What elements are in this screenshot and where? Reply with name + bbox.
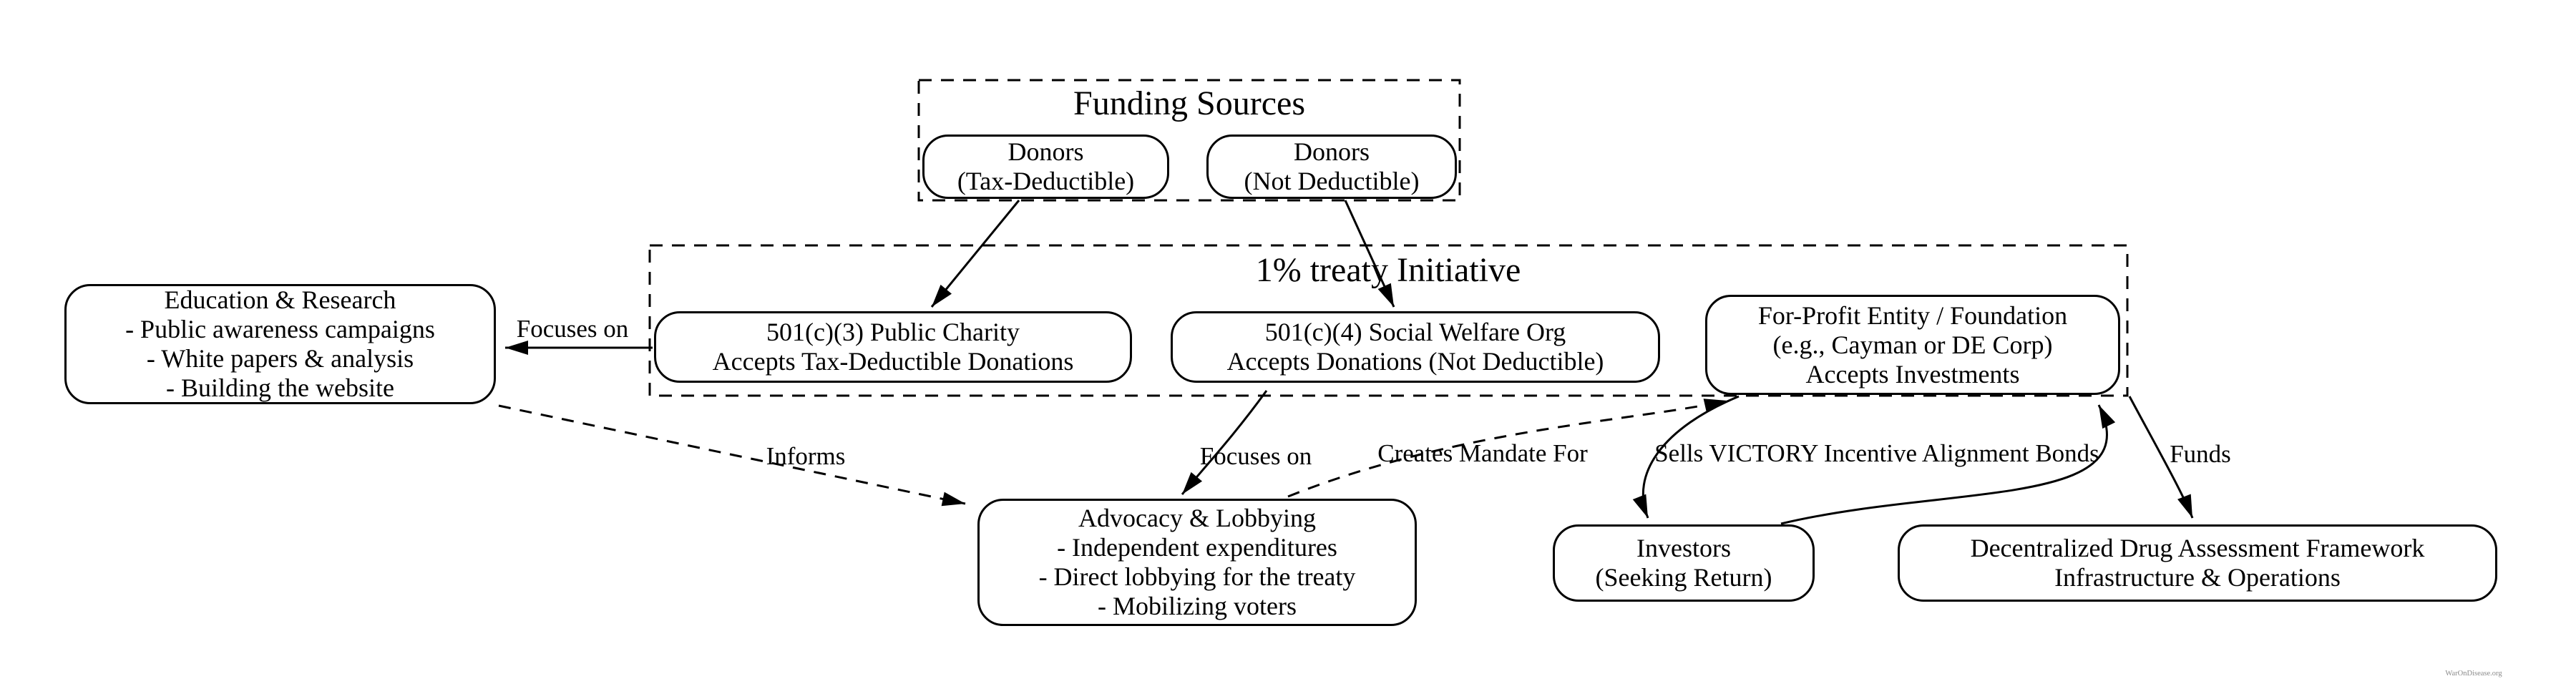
node-text-line: (Seeking Return) xyxy=(1595,563,1772,592)
node-text-line: - Public awareness campaigns xyxy=(125,315,435,343)
node-text-line: Infrastructure & Operations xyxy=(2054,563,2341,592)
watermark-text: WarOnDisease.org xyxy=(2445,670,2502,678)
node-forprofit-entity: For-Profit Entity / Foundation (e.g., Ca… xyxy=(1705,295,2120,395)
node-text-line: (Tax-Deductible) xyxy=(957,167,1135,195)
node-text-line: Donors xyxy=(1008,137,1084,166)
cluster-funding-sources-label: Funding Sources xyxy=(1073,84,1305,122)
edge-advocacy-to-forprofit-mandate xyxy=(1287,399,1728,498)
node-text-line: Donors xyxy=(1294,137,1370,166)
node-investors: Investors (Seeking Return) xyxy=(1553,524,1815,602)
node-text-line: Decentralized Drug Assessment Framework xyxy=(1970,534,2425,562)
node-text-line: (Not Deductible) xyxy=(1244,167,1420,195)
edge-label-focuses-on-education: Focuses on xyxy=(516,315,629,343)
node-education-research: Education & Research - Public awareness … xyxy=(64,284,496,404)
node-text-line: Accepts Investments xyxy=(1805,359,2020,388)
edge-donors-td-to-501c3 xyxy=(930,200,1020,308)
cluster-treaty-initiative-border xyxy=(648,244,2129,397)
edge-investors-to-forprofit-return xyxy=(1780,404,2116,525)
edge-501c4-to-advocacy xyxy=(1181,390,1268,495)
node-text-line: - Direct lobbying for the treaty xyxy=(1038,562,1356,591)
node-text-line: Accepts Donations (Not Deductible) xyxy=(1226,347,1604,376)
edge-label-informs: Informs xyxy=(766,442,846,470)
edge-education-to-advocacy-informs xyxy=(498,404,966,507)
edge-label-creates-mandate: Creates Mandate For xyxy=(1377,439,1588,467)
node-text-line: (e.g., Cayman or DE Corp) xyxy=(1772,330,2053,359)
edge-forprofit-to-investors-bonds xyxy=(1632,395,1740,519)
node-text-line: - Building the website xyxy=(166,373,394,402)
node-501c3-public-charity: 501(c)(3) Public Charity Accepts Tax-Ded… xyxy=(654,311,1132,383)
node-drug-assessment-framework: Decentralized Drug Assessment Framework … xyxy=(1898,524,2497,602)
edge-donors-nd-to-501c4 xyxy=(1344,200,1395,308)
node-donors-not-deductible: Donors (Not Deductible) xyxy=(1206,135,1457,199)
edge-forprofit-to-framework-funds xyxy=(2128,396,2194,519)
edge-label-funds: Funds xyxy=(2170,440,2231,468)
node-text-line: - Mobilizing voters xyxy=(1098,592,1297,620)
node-text-line: For-Profit Entity / Foundation xyxy=(1757,300,2068,330)
node-text-line: - White papers & analysis xyxy=(146,344,414,373)
node-text-line: - Independent expenditures xyxy=(1057,533,1337,562)
cluster-funding-sources-border xyxy=(917,79,1461,202)
node-text-line: 501(c)(3) Public Charity xyxy=(766,318,1020,346)
node-donors-tax-deductible: Donors (Tax-Deductible) xyxy=(922,135,1169,199)
node-501c4-social-welfare: 501(c)(4) Social Welfare Org Accepts Don… xyxy=(1171,311,1660,383)
node-advocacy-lobbying: Advocacy & Lobbying - Independent expend… xyxy=(977,499,1417,626)
node-text-line: Advocacy & Lobbying xyxy=(1078,504,1316,532)
cluster-treaty-initiative-label: 1% treaty Initiative xyxy=(1255,251,1521,289)
node-text-line: 501(c)(4) Social Welfare Org xyxy=(1264,318,1566,346)
node-text-line: Accepts Tax-Deductible Donations xyxy=(712,347,1074,376)
edge-label-focuses-on-advocacy: Focuses on xyxy=(1199,442,1312,470)
node-text-line: Education & Research xyxy=(164,285,396,314)
node-text-line: Investors xyxy=(1636,534,1731,562)
edge-label-sells-bonds: Sells VICTORY Incentive Alignment Bonds xyxy=(1654,439,2099,467)
